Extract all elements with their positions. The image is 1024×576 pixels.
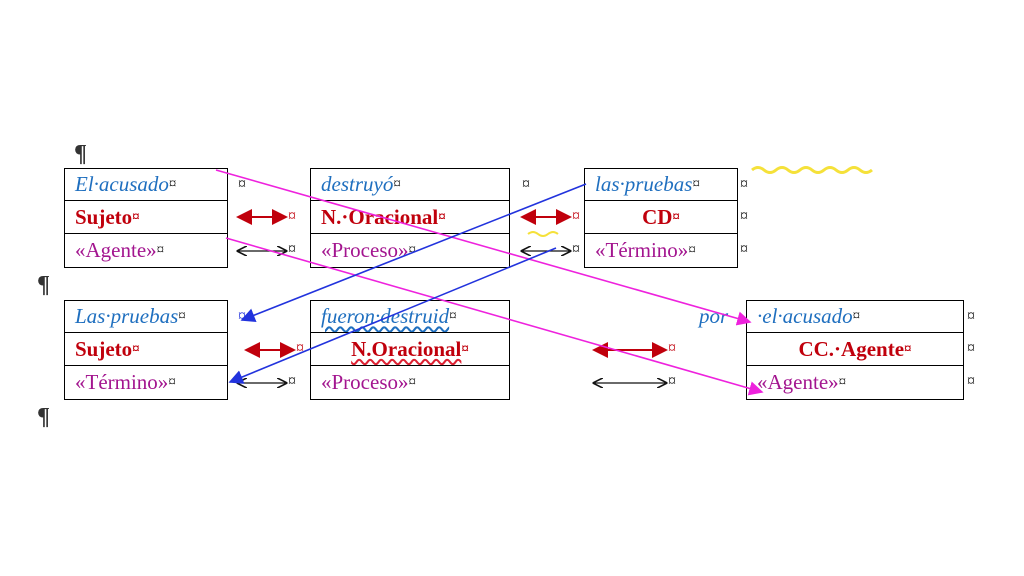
row1-s2-top: destruyó¤	[310, 168, 510, 201]
row1-s3-top: las·pruebas¤	[584, 168, 738, 201]
row2-s2-bot: «Proceso»¤	[310, 365, 510, 400]
endmark: ¤	[288, 373, 296, 390]
endmark: ¤	[740, 176, 748, 193]
row1-s3-mid: CD¤	[584, 200, 738, 234]
row1-s2-bot: «Proceso»¤	[310, 233, 510, 268]
endmark: ¤	[296, 340, 304, 357]
row2-s3-top: ·el·acusado¤	[746, 300, 964, 333]
row1-s1-bot: «Agente»¤	[64, 233, 228, 268]
row1-s1-top: El·acusado¤	[64, 168, 228, 201]
row2-s1-bot: «Término»¤	[64, 365, 228, 400]
endmark: ¤	[572, 241, 580, 258]
blue-arrow-termino	[228, 247, 557, 384]
endmark: ¤	[740, 208, 748, 225]
row2-s3-bot: «Agente»¤	[746, 365, 964, 400]
endmark: ¤	[967, 340, 975, 357]
endmark: ¤	[668, 373, 676, 390]
row2-s3-mid: CC.·Agente¤	[746, 332, 964, 366]
pilcrow-middle: ¶	[37, 272, 50, 298]
endmark: ¤	[238, 176, 246, 193]
endmark: ¤	[967, 373, 975, 390]
row1-s3-bot: «Término»¤	[584, 233, 738, 268]
pilcrow-top: ¶	[74, 141, 87, 167]
row2-s2-mid: N.Oracional¤	[310, 332, 510, 366]
blue-arrow-pruebas	[240, 183, 587, 322]
row1-s1-mid: Sujeto¤	[64, 200, 228, 234]
row2-s3-prefix: por	[699, 304, 729, 328]
pilcrow-bottom: ¶	[37, 404, 50, 430]
endmark: ¤	[288, 241, 296, 258]
magenta-arrow-agente	[225, 237, 764, 396]
magenta-arrow-acusado	[215, 169, 752, 326]
endmark: ¤	[668, 340, 676, 357]
endmark: ¤	[572, 208, 580, 225]
row2-s1-mid: Sujeto¤	[64, 332, 228, 366]
endmark: ¤	[740, 241, 748, 258]
row2-s1-top: Las·pruebas¤	[64, 300, 228, 333]
row2-s2-top: fueron·destruid¤	[310, 300, 510, 333]
endmark: ¤	[288, 208, 296, 225]
endmark: ¤	[967, 308, 975, 325]
endmark: ¤	[522, 176, 530, 193]
